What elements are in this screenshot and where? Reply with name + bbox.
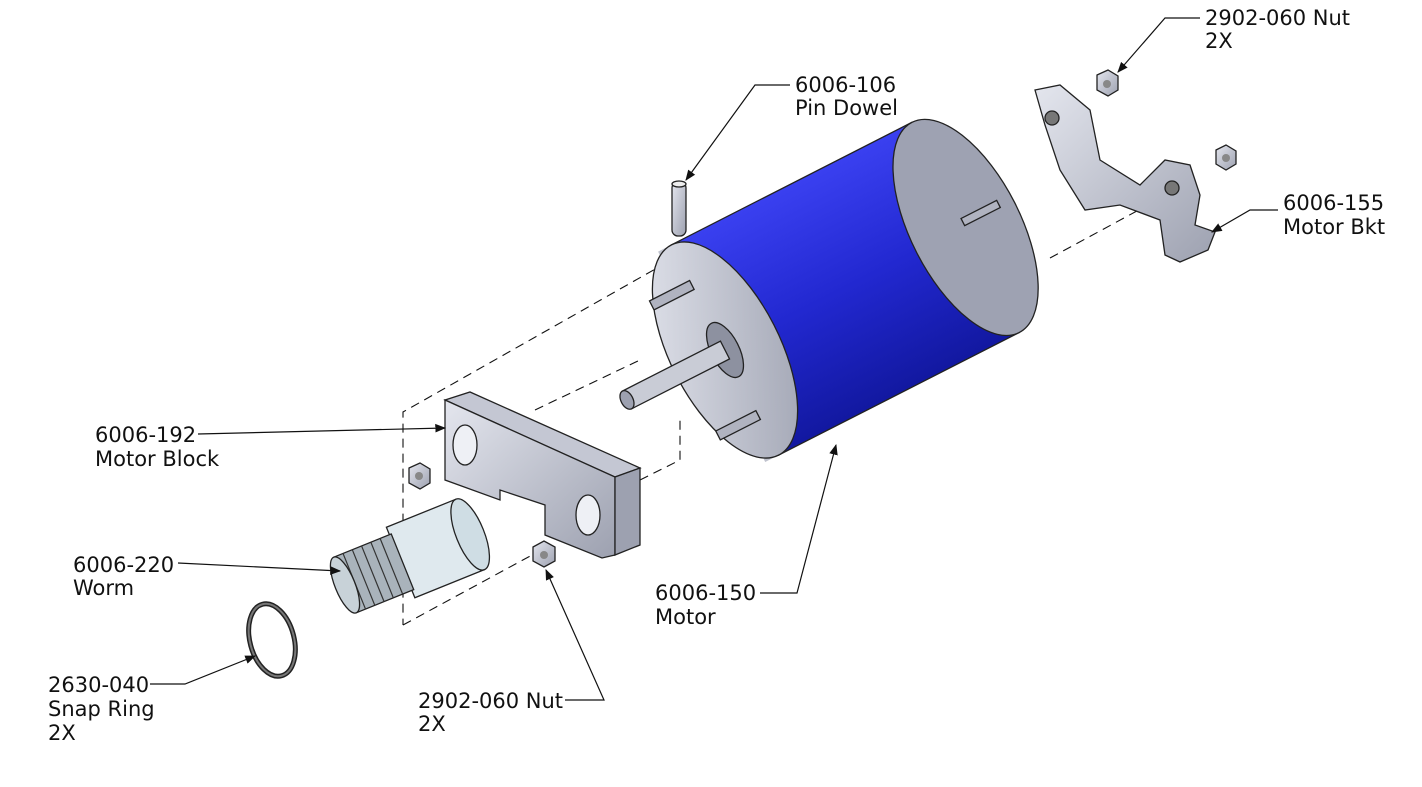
- callout-nut-bottom[interactable]: 2902-060 Nut 2X: [418, 689, 570, 736]
- pin-dowel-part[interactable]: [671, 180, 687, 237]
- callout-motor-bracket[interactable]: 6006-155 Motor Bkt: [1283, 191, 1391, 239]
- motor-bracket-part[interactable]: [1034, 84, 1216, 263]
- motor-part[interactable]: [568, 97, 1068, 507]
- callout-motor[interactable]: 6006-150 Motor: [655, 581, 763, 629]
- nut-pair-top[interactable]: [1096, 69, 1237, 171]
- callout-nut-top[interactable]: 2902-060 Nut 2X: [1205, 6, 1357, 53]
- snap-ring-part[interactable]: [241, 599, 303, 682]
- callout-worm[interactable]: 6006-220 Worm: [73, 553, 181, 600]
- motor-block-part[interactable]: [443, 391, 642, 559]
- worm-part[interactable]: [321, 494, 497, 624]
- nut-pair-bottom[interactable]: [408, 462, 556, 568]
- leader-lines: [150, 17, 1278, 701]
- callout-pin-dowel[interactable]: 6006-106 Pin Dowel: [795, 73, 903, 120]
- callout-snap-ring[interactable]: 2630-040 Snap Ring 2X: [48, 673, 161, 745]
- callout-motor-block[interactable]: 6006-192 Motor Block: [95, 423, 220, 471]
